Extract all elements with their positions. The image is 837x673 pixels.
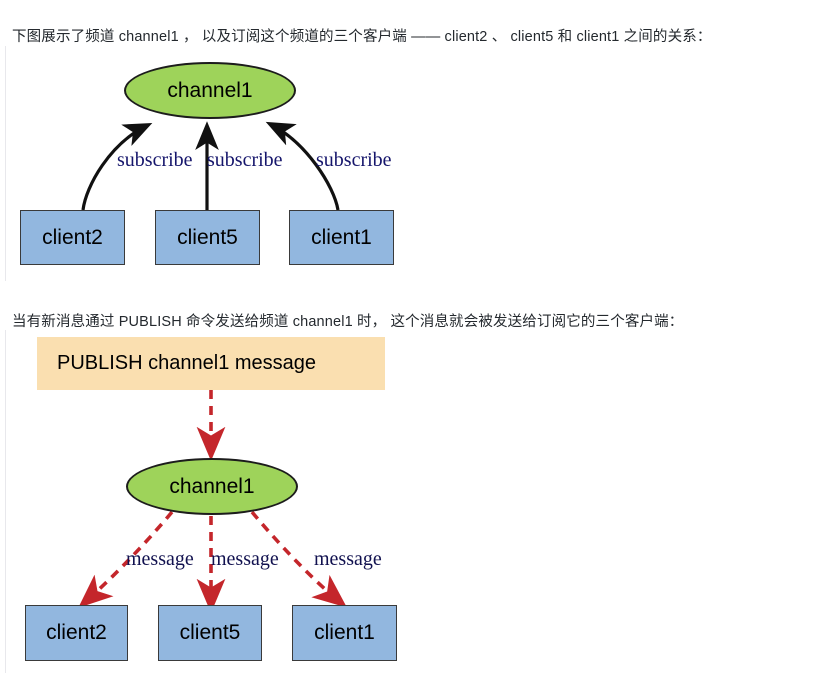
node-client2-label: client2 [42, 225, 103, 249]
node-client2[interactable]: client2 [25, 605, 128, 661]
edge-label-message-3: message [314, 548, 382, 570]
figure-publish: PUBLISH channel1 message channel1 messag… [0, 330, 837, 673]
node-channel1-label: channel1 [167, 78, 253, 102]
node-client2[interactable]: client2 [20, 210, 125, 265]
node-client5-label: client5 [177, 225, 238, 249]
edge-client2-to-channel1 [81, 122, 153, 211]
edge-label-message-2: message [211, 548, 279, 570]
node-client1[interactable]: client1 [292, 605, 397, 661]
edge-client1-to-channel1 [265, 121, 340, 211]
subscribe-edges-svg [81, 121, 340, 211]
node-publish-command-label: PUBLISH channel1 message [57, 352, 317, 374]
node-client5[interactable]: client5 [158, 605, 262, 661]
edge-label-subscribe-3: subscribe [316, 149, 392, 171]
node-channel1[interactable]: channel1 [124, 62, 296, 119]
node-client1-label: client1 [311, 225, 372, 249]
node-client5[interactable]: client5 [155, 210, 260, 265]
paragraph-publish-intro: 当有新消息通过 PUBLISH 命令发送给频道 channel1 时， 这个消息… [12, 313, 684, 330]
paragraph-subscribe-intro: 下图展示了频道 channel1 ， 以及订阅这个频道的三个客户端 —— cli… [12, 28, 712, 45]
node-channel1-label: channel1 [169, 474, 255, 498]
node-client2-label: client2 [46, 621, 107, 644]
node-channel1[interactable]: channel1 [126, 458, 298, 515]
figure-left-rule [5, 46, 6, 281]
figure-subscribe: channel1 subscribe subscribe subscribe c… [0, 46, 837, 281]
figure-left-rule [5, 330, 6, 673]
node-publish-command[interactable]: PUBLISH channel1 message [37, 337, 385, 390]
publish-edges-svg [78, 390, 347, 613]
edge-label-message-1: message [126, 548, 194, 570]
node-client1-label: client1 [314, 621, 375, 644]
node-client1[interactable]: client1 [289, 210, 394, 265]
node-client5-label: client5 [179, 621, 241, 644]
edge-label-subscribe-1: subscribe [117, 149, 193, 171]
edge-label-subscribe-2: subscribe [207, 149, 283, 171]
